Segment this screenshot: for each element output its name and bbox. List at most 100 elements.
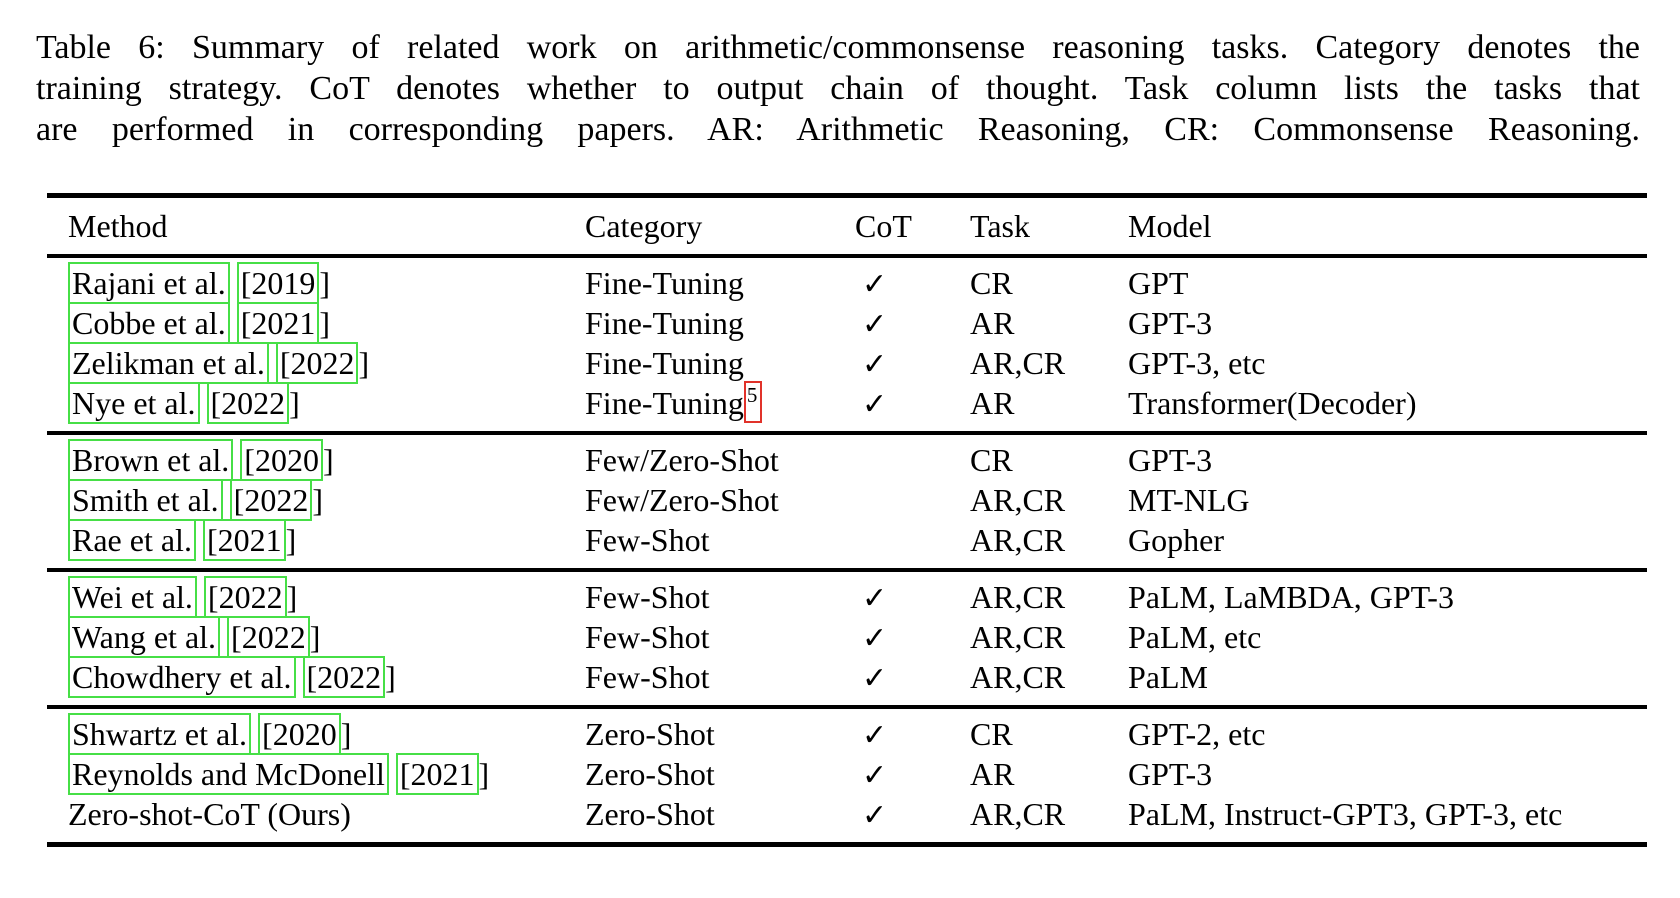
bracket-close: ] (285, 522, 297, 558)
col-header-category: Category (585, 208, 703, 244)
bracket-open: [ (231, 619, 242, 655)
table-row: Zelikman et al.[2022] Fine-Tuning ✓ AR,C… (47, 342, 1647, 384)
bracket-open: [ (210, 385, 222, 421)
group-few-zero-shot: Brown et al.[2020] Few/Zero-Shot CR GPT-… (47, 433, 1647, 570)
group-fine-tuning: Rajani et al.[2019] Fine-Tuning ✓ CR GPT… (47, 256, 1647, 433)
category-text: Few/Zero-Shot (585, 442, 779, 478)
bracket-open: [ (240, 265, 252, 301)
citation-year: 2020 (254, 442, 319, 478)
category-text: Fine-Tuning (585, 345, 744, 381)
citation-year: 2021 (217, 522, 282, 558)
cot-cell: ✓ (855, 256, 970, 304)
category-text: Few-Shot (585, 619, 710, 655)
caption-line: training strategy. CoT denotes whether t… (36, 70, 1640, 107)
citation-author-link[interactable]: Nye et al. (68, 382, 200, 424)
citation-year: 2021 (251, 305, 316, 341)
task-cell: CR (970, 442, 1013, 478)
group-few-shot-cot: Wei et al.[2022] Few-Shot ✓ AR,CR PaLM, … (47, 570, 1647, 707)
cot-cell (855, 481, 970, 521)
model-cell: GPT-2, etc (1128, 716, 1266, 752)
table-row: Smith et al.[2022] Few/Zero-Shot AR,CR M… (47, 479, 1647, 521)
citation-year-link[interactable]: [2022 (229, 479, 313, 521)
paper-page: Table 6: Summary of related work on arit… (36, 29, 1647, 847)
caption-line: Table 6: Summary of related work on arit… (36, 29, 1640, 66)
category-text: Fine-Tuning (585, 385, 744, 421)
citation-author-link[interactable]: Brown et al. (68, 439, 234, 481)
bracket-open: [ (279, 345, 291, 381)
citation-author-link[interactable]: Rae et al. (68, 519, 196, 561)
citation-author-link[interactable]: Rajani et al. (68, 262, 230, 304)
model-cell: MT-NLG (1128, 482, 1250, 518)
method-cell: Shwartz et al.[2020] (47, 707, 585, 755)
citation-author-link[interactable]: Shwartz et al. (68, 713, 252, 755)
checkmark-icon: ✓ (862, 718, 888, 753)
cot-cell: ✓ (855, 755, 970, 795)
task-cell: AR (970, 305, 1015, 341)
col-header-model: Model (1128, 208, 1212, 244)
model-cell: PaLM, Instruct-GPT3, GPT-3, etc (1128, 796, 1563, 832)
citation-year: 2022 (244, 482, 309, 518)
category-text: Zero-Shot (585, 716, 715, 752)
bracket-open: [ (240, 305, 252, 341)
cot-cell: ✓ (855, 570, 970, 618)
category-cell: Few-Shot (585, 658, 855, 707)
bracket-close: ] (358, 345, 370, 381)
citation-author-link[interactable]: Smith et al. (68, 479, 223, 521)
citation-author-link[interactable]: Chowdhery et al. (68, 656, 296, 698)
model-cell: PaLM, etc (1128, 619, 1262, 655)
cot-cell: ✓ (855, 658, 970, 707)
col-header-task: Task (970, 208, 1030, 244)
model-cell: GPT-3 (1128, 305, 1213, 341)
task-cell: AR,CR (970, 345, 1066, 381)
model-cell: GPT-3 (1128, 442, 1213, 478)
citation-year-link[interactable]: [2021 (395, 753, 479, 795)
citation-author-link[interactable]: Reynolds and McDonell (68, 753, 389, 795)
citation-year-link[interactable]: [2022 (203, 576, 287, 618)
task-cell: AR,CR (970, 659, 1066, 695)
task-cell: AR (970, 756, 1015, 792)
footnote-link[interactable]: 5 (743, 381, 763, 423)
task-cell: AR,CR (970, 579, 1066, 615)
category-text: Few/Zero-Shot (585, 482, 779, 518)
category-cell: Few-Shot (585, 618, 855, 658)
category-text: Fine-Tuning (585, 305, 744, 341)
category-cell: Zero-Shot (585, 755, 855, 795)
citation-year-link[interactable]: [2022 (302, 656, 386, 698)
citation-year-link[interactable]: [2021 (236, 302, 320, 344)
bracket-close: ] (312, 482, 323, 518)
citation-year-link[interactable]: [2021 (202, 519, 286, 561)
cot-cell: ✓ (855, 795, 970, 845)
citation-author-link[interactable]: Cobbe et al. (68, 302, 230, 344)
method-cell: Chowdhery et al.[2022] (47, 656, 585, 707)
method-cell: Brown et al.[2020] (47, 433, 585, 481)
citation-author-link[interactable]: Zelikman et al. (68, 342, 269, 384)
category-text: Fine-Tuning (585, 265, 744, 301)
cot-cell (855, 433, 970, 481)
citation-year-link[interactable]: [2022 (275, 342, 359, 384)
citation-author-link[interactable]: Wang et al. (68, 616, 221, 658)
category-cell: Zero-Shot (585, 795, 855, 845)
bracket-close: ] (340, 716, 352, 752)
citation-year-link[interactable]: [2020 (240, 439, 323, 481)
method-cell: Wang et al.[2022] (47, 616, 585, 658)
table-row: Chowdhery et al.[2022] Few-Shot ✓ AR,CR … (47, 656, 1647, 707)
checkmark-icon: ✓ (862, 387, 888, 422)
citation-year: 2020 (272, 716, 337, 752)
bracket-open: [ (306, 659, 318, 695)
checkmark-icon: ✓ (862, 798, 888, 833)
citation-year-link[interactable]: [2022 (227, 616, 310, 658)
bracket-close: ] (319, 305, 331, 341)
citation-year-link[interactable]: [2020 (258, 713, 341, 755)
col-header-method: Method (68, 208, 168, 244)
method-cell: Rae et al.[2021] (47, 519, 585, 570)
bracket-close: ] (289, 385, 300, 421)
model-cell: GPT (1128, 265, 1189, 301)
citation-year-link[interactable]: [2022 (206, 382, 290, 424)
citation-author-link[interactable]: Wei et al. (68, 576, 197, 618)
citation-year-link[interactable]: [2019 (236, 262, 320, 304)
citation-year: 2021 (410, 756, 475, 792)
category-cell: Few-Shot (585, 570, 855, 618)
table-row: Rajani et al.[2019] Fine-Tuning ✓ CR GPT (47, 256, 1647, 304)
